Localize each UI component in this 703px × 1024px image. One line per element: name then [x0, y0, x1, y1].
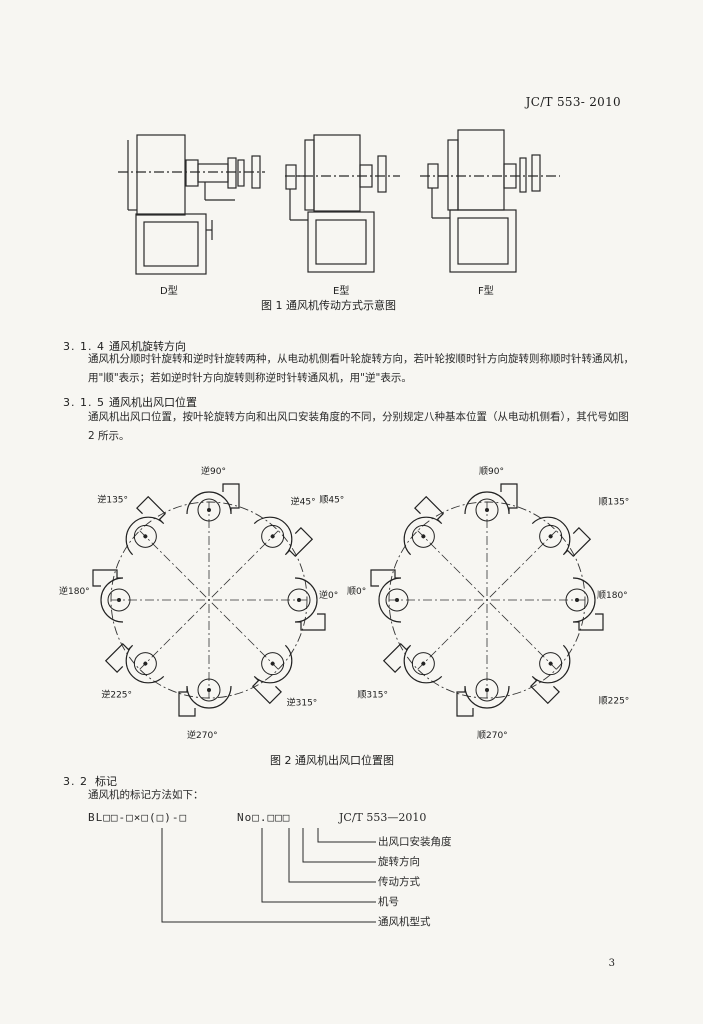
section-title: 通风机旋转方向	[109, 340, 186, 353]
left-fan-position	[178, 678, 232, 717]
right-fan-position	[464, 483, 518, 522]
left-position-label: 逆225°	[101, 689, 132, 701]
left-position-label: 逆135°	[97, 493, 128, 505]
figure1-diagram: D型 E型 F型	[118, 129, 560, 297]
section-title: 通风机出风口位置	[109, 396, 197, 409]
legend-outlet-angle: 出风口安装角度	[378, 836, 452, 848]
right-position-label: 顺315°	[357, 690, 388, 701]
left-position-label: 逆90°	[201, 465, 226, 477]
left-fan-position	[186, 483, 240, 522]
left-position-label: 逆315°	[287, 697, 318, 709]
right-fan-position	[382, 642, 443, 684]
page-number: 3	[608, 958, 615, 969]
right-position-label: 顺225°	[599, 696, 630, 707]
f-type-label: F型	[478, 284, 494, 297]
left-position-label: 逆270°	[187, 729, 218, 741]
section-number: 3. 2	[63, 775, 88, 788]
right-position-label: 顺0°	[347, 586, 366, 597]
right-position-label: 顺180°	[597, 590, 628, 601]
section-3-2-heading: 3. 2 标记	[63, 773, 117, 789]
marking-code-prefix: BL□□-□×□(□)-□	[88, 811, 188, 824]
section-3-1-5-heading: 3. 1. 5 通风机出风口位置	[63, 394, 197, 410]
right-fan-position	[403, 495, 445, 556]
f-type-drawing	[420, 129, 560, 273]
right-fan-position	[456, 678, 510, 717]
marking-intro: 通风机的标记方法如下：	[88, 789, 204, 801]
left-fan-position	[104, 642, 165, 684]
e-type-label: E型	[333, 284, 349, 297]
right-position-label: 顺90°	[479, 466, 504, 477]
d-type-label: D型	[160, 284, 178, 297]
left-fan-position	[253, 516, 314, 558]
section-number: 3. 1. 4	[63, 340, 105, 353]
figure2-caption: 图 2 通风机出风口位置图	[270, 754, 394, 767]
legend-machine-number: 机号	[378, 896, 399, 908]
marking-code-standard: JC/T 553—2010	[339, 811, 427, 824]
legend-transmission: 传动方式	[378, 876, 420, 888]
right-fan-position	[531, 516, 592, 558]
right-position-label: 顺45°	[319, 494, 344, 505]
section-number: 3. 1. 5	[63, 396, 105, 409]
marking-code-number: No□.□□□	[237, 811, 291, 824]
legend-fan-type: 通风机型式	[378, 916, 431, 928]
left-fan-position	[92, 569, 131, 623]
d-type-drawing	[118, 134, 265, 275]
right-fan-position	[370, 569, 409, 623]
left-position-label: 逆0°	[319, 589, 338, 601]
section-title: 标记	[95, 775, 117, 788]
left-position-label: 逆180°	[59, 585, 90, 597]
figure1-caption: 图 1 通风机传动方式示意图	[261, 299, 396, 312]
legend-rotation-direction: 旋转方向	[378, 856, 420, 868]
section-3-1-4-heading: 3. 1. 4 通风机旋转方向	[63, 338, 186, 354]
e-type-drawing	[285, 134, 400, 273]
left-fan-position	[287, 577, 326, 631]
right-position-label: 顺270°	[477, 730, 508, 741]
right-fan-position	[529, 644, 571, 705]
standard-code: JC/T 553- 2010	[525, 95, 621, 109]
right-ring-axis	[417, 530, 557, 670]
left-position-label: 逆45°	[291, 495, 316, 507]
left-fan-position	[125, 495, 167, 556]
section-3-1-5-text: 通风机出风口位置，按叶轮旋转方向和出风口安装角度的不同，分别规定八种基本位置（从…	[88, 411, 629, 442]
left-fan-position	[251, 644, 293, 705]
figure2-diagram: 逆90° 逆45° 逆0° 逆315° 逆270° 逆225° 逆180° 逆135° 顺90°…	[59, 465, 630, 741]
section-3-1-4-text: 通风机分顺时针旋转和逆时针旋转两种，从电动机侧看叶轮旋转方向，若叶轮按顺时针方向…	[88, 353, 634, 384]
left-ring-axis	[139, 530, 279, 670]
right-fan-position	[565, 577, 604, 631]
marking-legend-lines	[161, 828, 376, 923]
right-position-label: 顺135°	[599, 496, 630, 507]
